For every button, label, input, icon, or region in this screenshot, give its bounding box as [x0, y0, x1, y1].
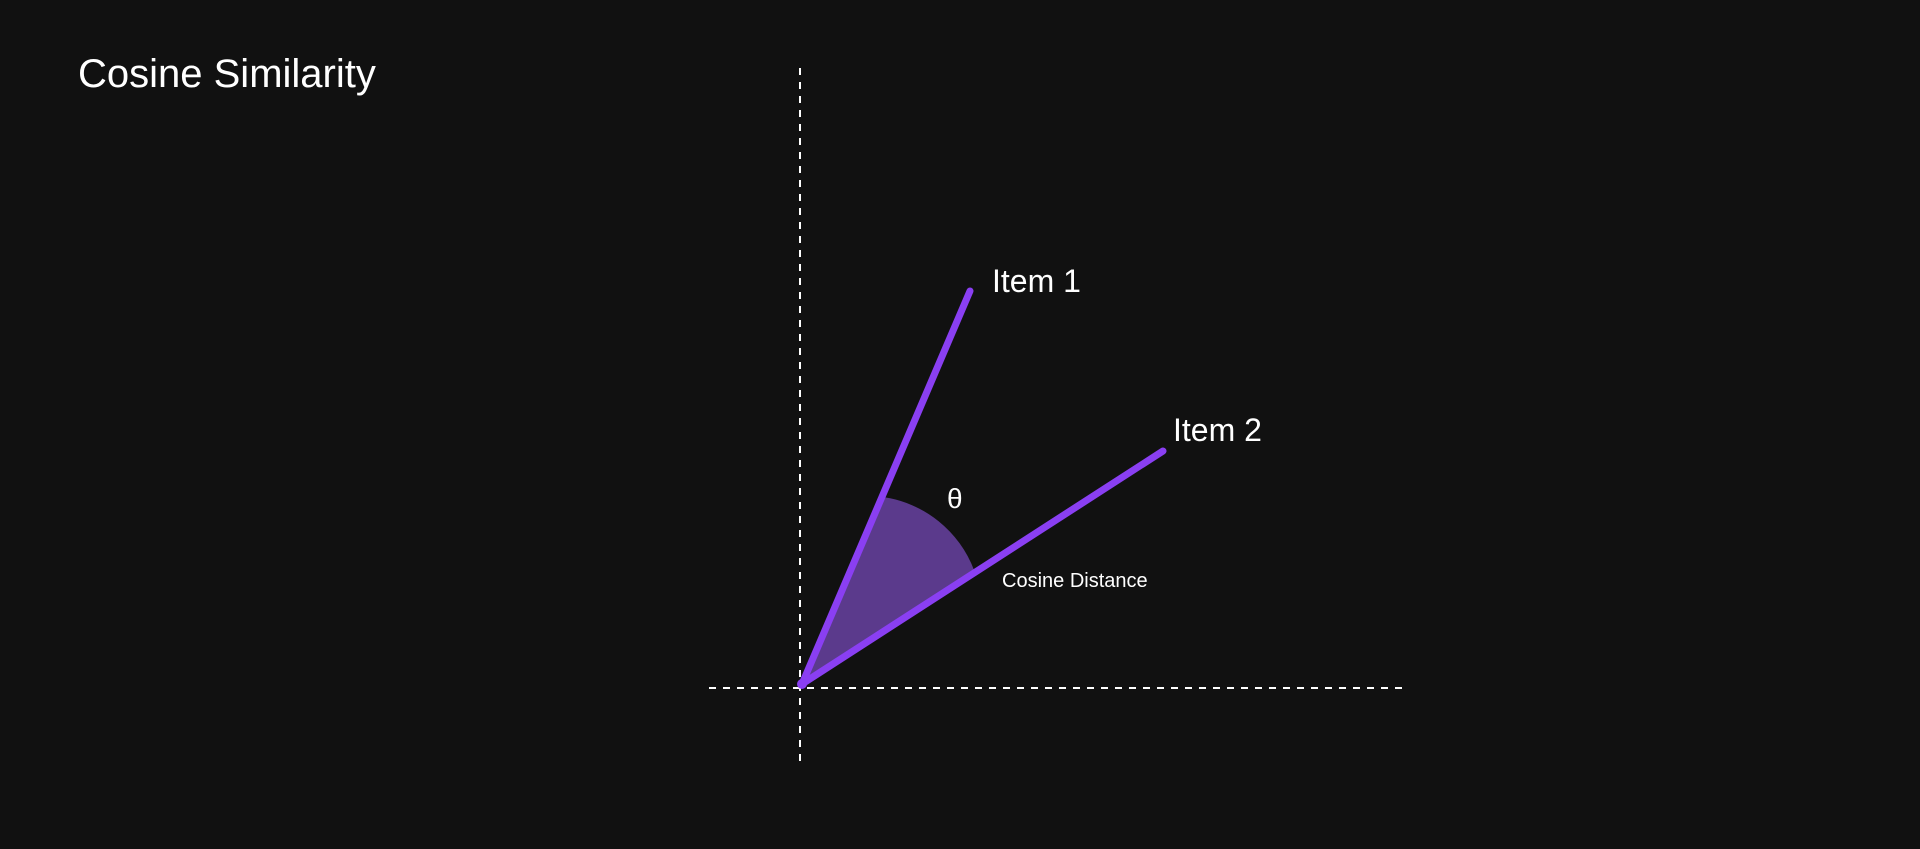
angle-sector — [802, 497, 974, 684]
vector-label-item-1: Item 1 — [992, 263, 1081, 299]
vector-item-2 — [798, 447, 1167, 688]
vector-item-1 — [798, 287, 974, 688]
angle-theta-label: θ — [947, 483, 963, 514]
cosine-distance-label: Cosine Distance — [1002, 570, 1148, 592]
vector-label-item-2: Item 2 — [1173, 412, 1262, 448]
page-title: Cosine Similarity — [78, 52, 376, 96]
origin-point — [797, 679, 807, 689]
